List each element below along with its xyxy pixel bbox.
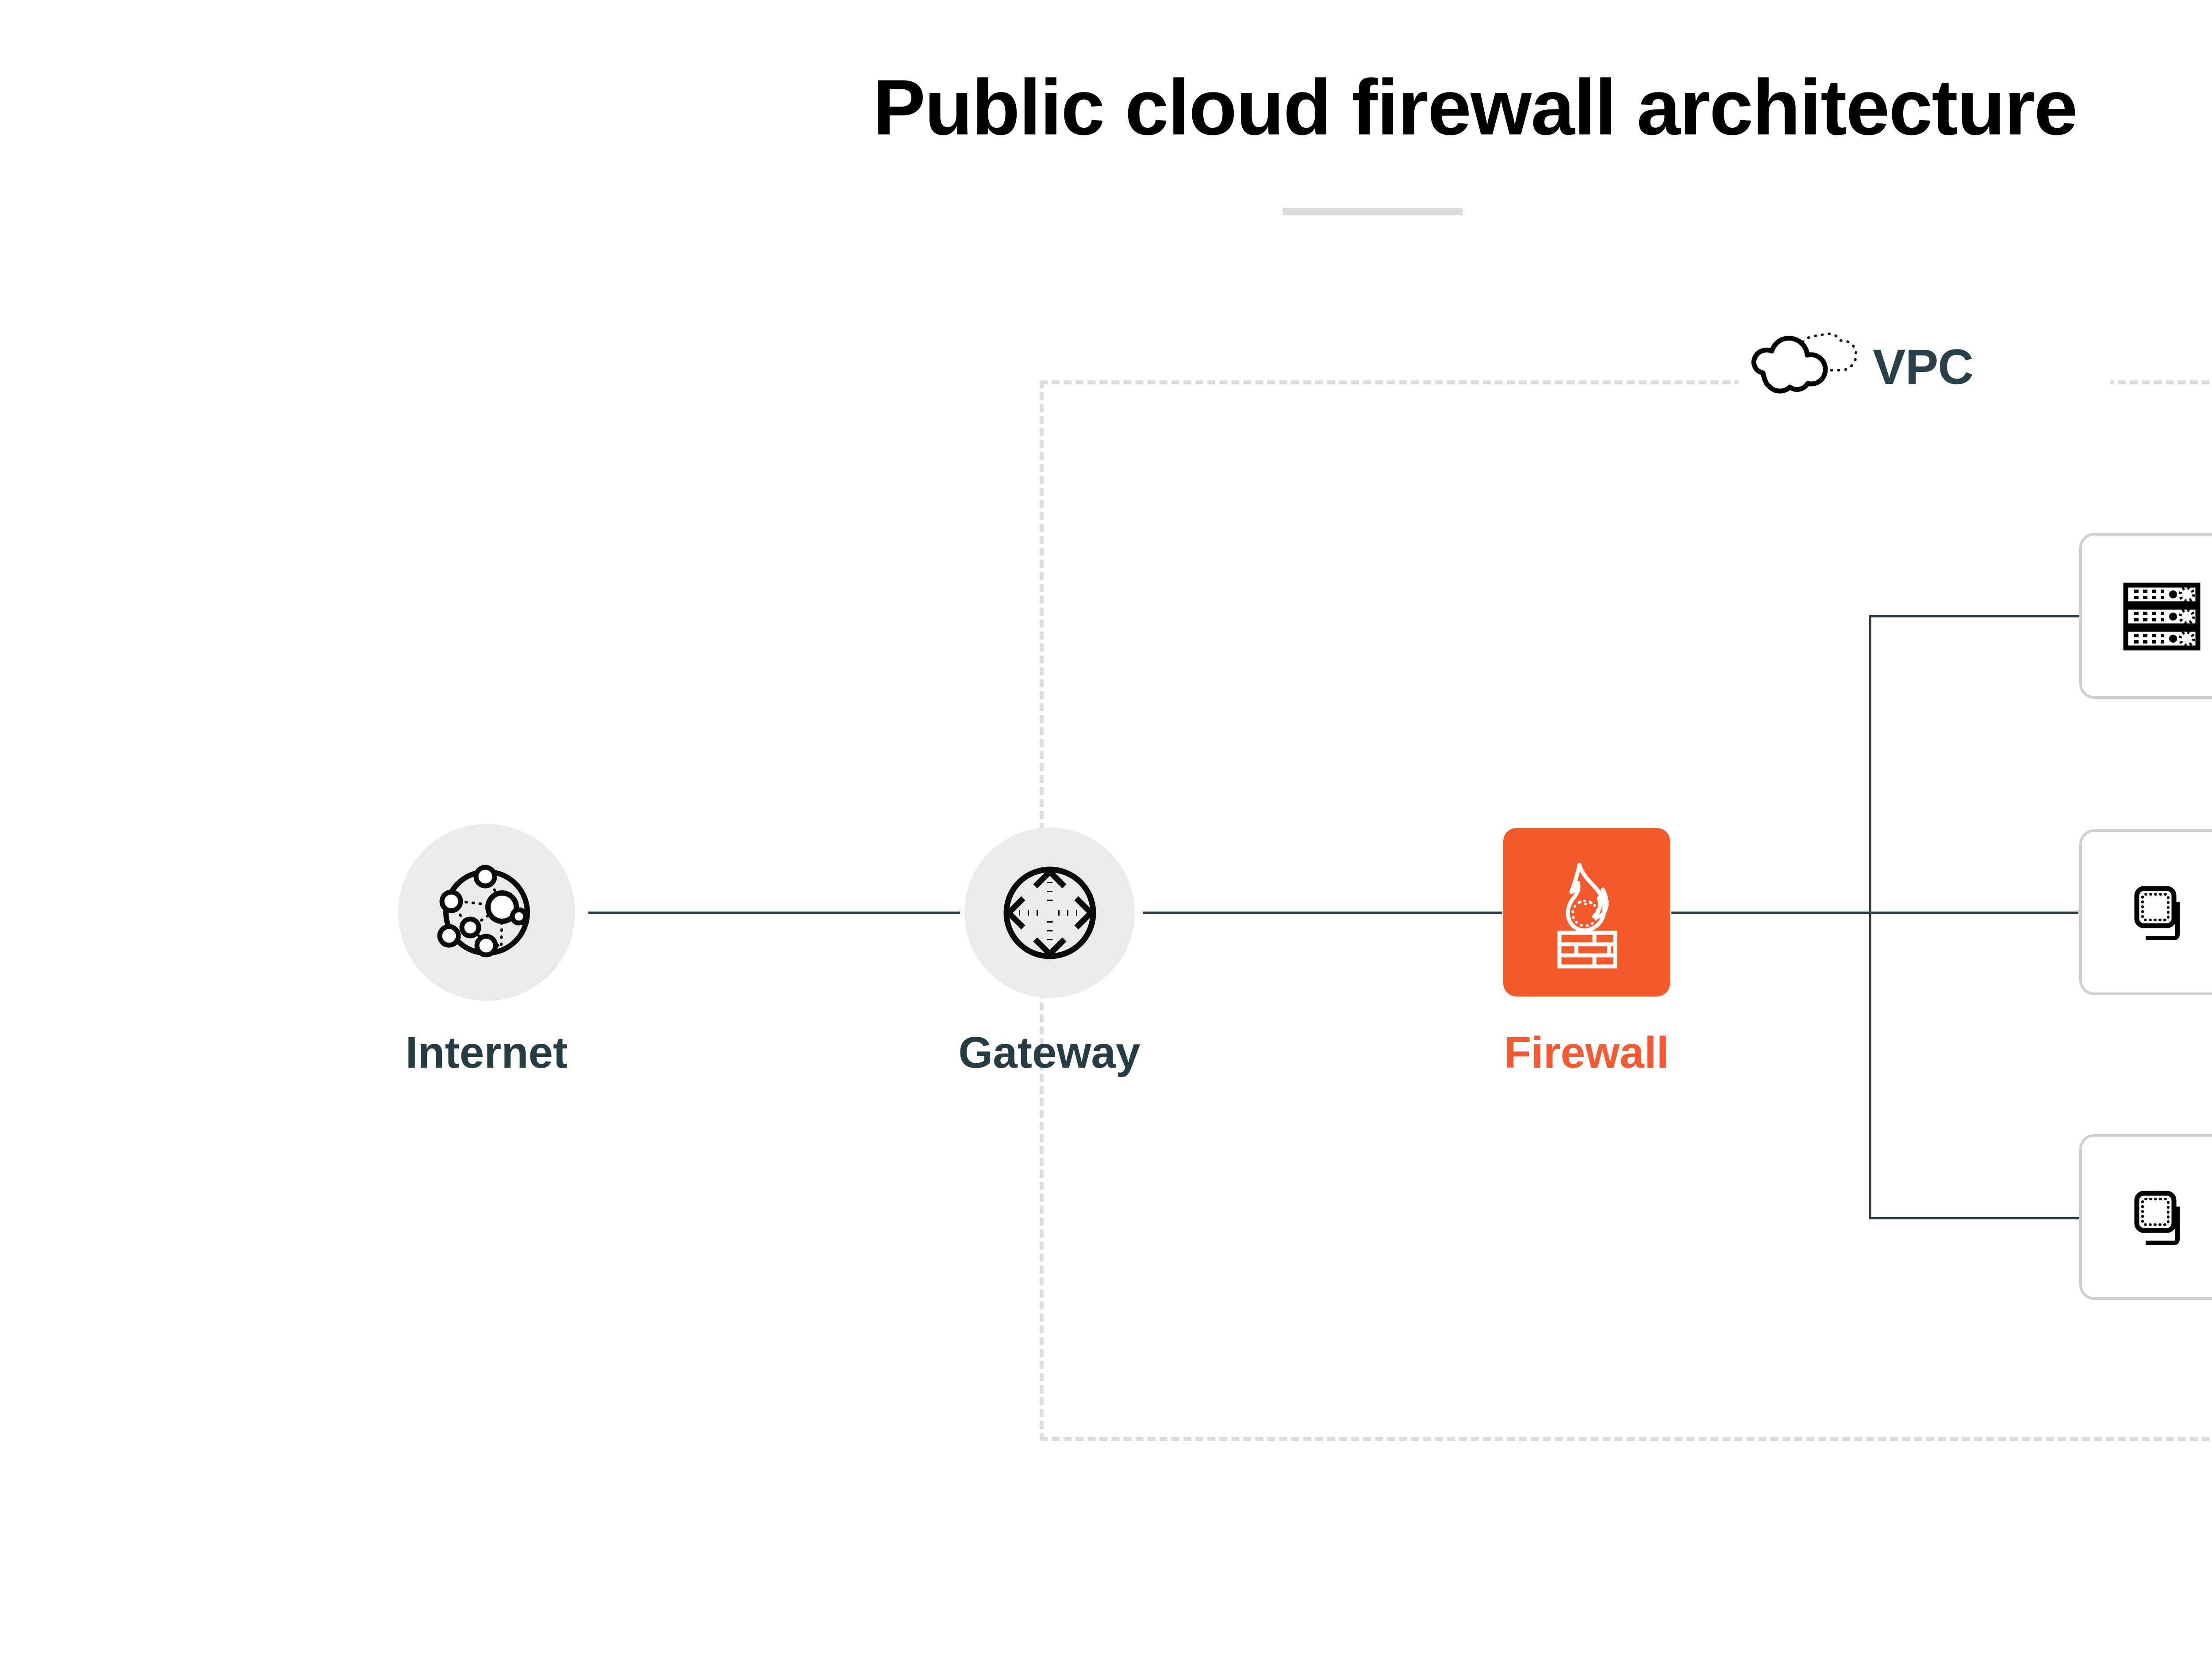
vpc-label-group: VPC bbox=[1750, 327, 1974, 407]
app-layers-icon bbox=[2134, 886, 2180, 940]
gateway-icon-badge bbox=[964, 828, 1135, 998]
cloud-icon bbox=[1750, 327, 1860, 407]
gateway-arrows-icon bbox=[1003, 866, 1096, 959]
servers-icon-tile bbox=[2079, 533, 2212, 699]
firewall-flame-brick-icon bbox=[1557, 862, 1617, 968]
connector-branch-servers bbox=[1869, 615, 2080, 617]
apps-icon-tile bbox=[2079, 829, 2212, 995]
connector-gateway-firewall bbox=[1143, 912, 1502, 914]
server-rack-icon bbox=[2123, 582, 2200, 651]
node-label-gateway: Gateway bbox=[958, 1028, 1141, 1077]
connector-internet-gateway bbox=[588, 912, 960, 914]
apps-icon-tile bbox=[2079, 1134, 2212, 1300]
connector-trunk-vertical bbox=[1869, 615, 1871, 1219]
resource-row-servers[interactable]: Servers bbox=[2079, 533, 2212, 699]
node-label-firewall: Firewall bbox=[1504, 1028, 1669, 1077]
internet-icon-badge bbox=[398, 824, 575, 1001]
node-label-internet: Internet bbox=[405, 1028, 568, 1077]
connector-firewall-apps bbox=[1671, 912, 2078, 914]
resource-row-apps-1[interactable]: Apps bbox=[2079, 829, 2212, 995]
title-divider bbox=[1283, 208, 1463, 215]
page-title: Public cloud firewall architecture bbox=[873, 63, 2078, 151]
app-layers-icon bbox=[2134, 1191, 2180, 1245]
network-nodes-icon bbox=[437, 865, 530, 958]
firewall-icon-tile bbox=[1503, 828, 1670, 996]
vpc-label: VPC bbox=[1873, 339, 1974, 395]
resource-row-apps-2[interactable]: Apps bbox=[2079, 1134, 2212, 1300]
connector-branch-apps-bottom bbox=[1869, 1217, 2080, 1219]
